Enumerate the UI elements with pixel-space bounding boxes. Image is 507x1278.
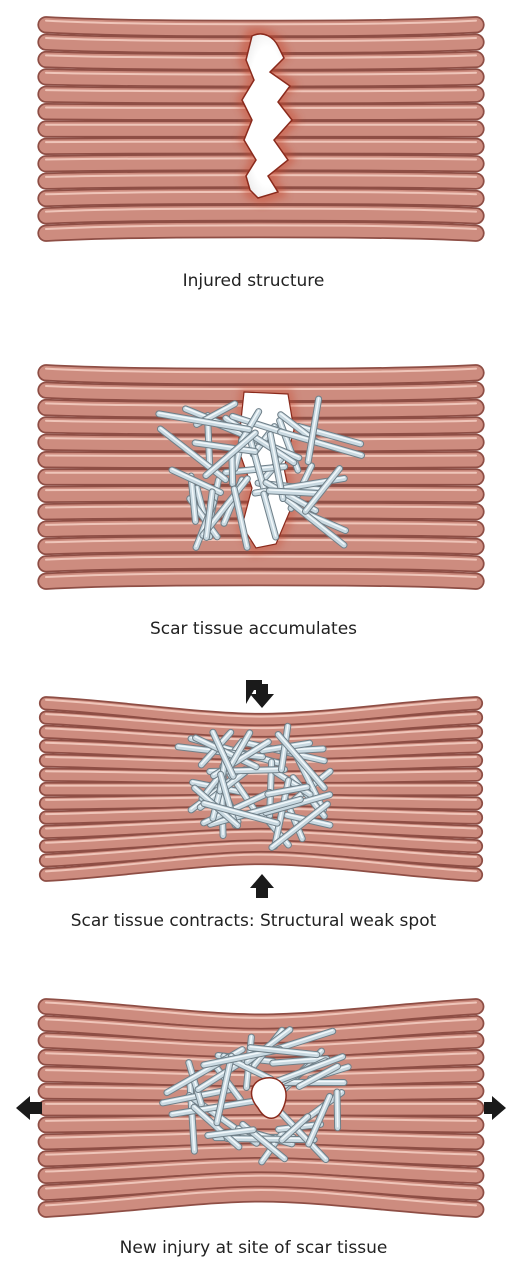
tension-arrow-right-icon (484, 1096, 506, 1120)
scar-fiber-bundle (0, 348, 507, 610)
caption-new-injury: New injury at site of scar tissue (0, 1238, 507, 1258)
tension-arrow-left-icon (16, 1096, 42, 1120)
caption-scar-contracts: Scar tissue contracts: Structural weak s… (0, 911, 507, 931)
contracted-fiber-bundle (0, 656, 507, 916)
panel-scar-accumulates: Scar tissue accumulates (0, 348, 507, 648)
compression-arrow-up-icon (250, 874, 274, 898)
caption-injured-structure: Injured structure (0, 271, 507, 291)
reinjured-fiber-bundle (0, 976, 507, 1238)
caption-scar-accumulates: Scar tissue accumulates (0, 619, 507, 639)
panel-injured-structure: Injured structure (0, 0, 507, 300)
panel-new-injury: New injury at site of scar tissue (0, 976, 507, 1278)
muscle-fibers (46, 700, 476, 875)
panel-scar-contracts: Scar tissue contracts: Structural weak s… (0, 656, 507, 956)
injured-fiber-bundle (0, 0, 507, 262)
